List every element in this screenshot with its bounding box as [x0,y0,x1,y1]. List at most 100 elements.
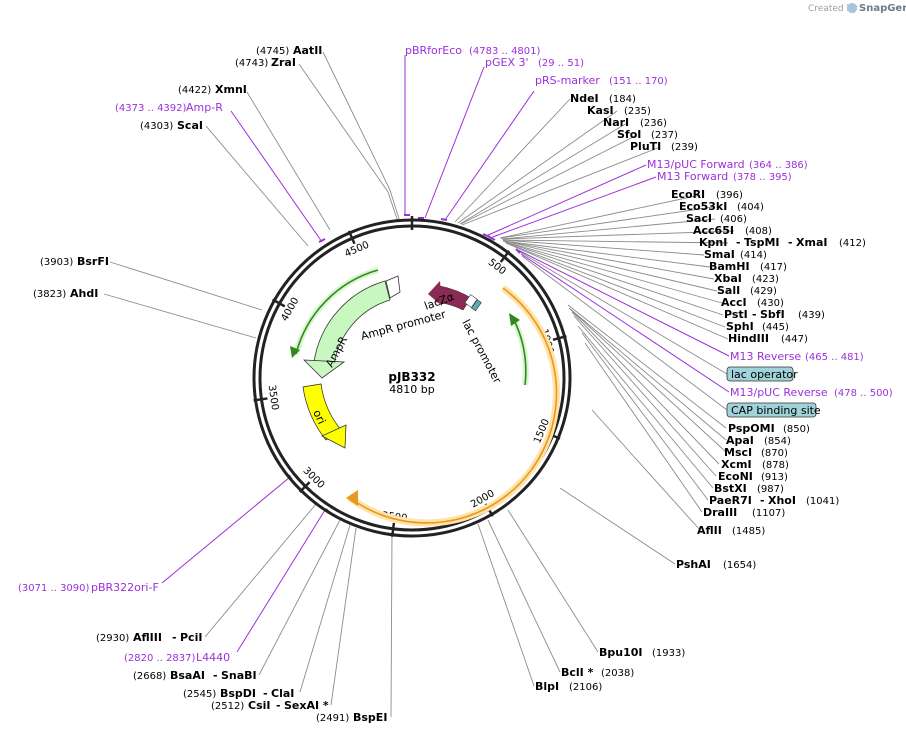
site-position: (430) [757,298,784,309]
site-xmni[interactable]: XmnI [215,83,247,96]
site-sbfi[interactable]: SbfI [760,308,785,321]
tick-mark [499,250,511,263]
tick-label: 4500 [343,240,371,260]
site-aflii[interactable]: AflII [697,524,722,537]
site-position: (439) [798,310,825,321]
site-clai[interactable]: ClaI [271,687,294,700]
site-position: (2668) [133,671,166,682]
site-kpni[interactable]: KpnI [699,236,727,249]
primer-position: (2820 .. 2837) [124,653,196,664]
site-sfoi[interactable]: SfoI [617,128,641,141]
site-tspmi[interactable]: TspMI [744,236,780,249]
ampr-promoter-feature[interactable] [385,275,401,299]
primer-pbr322ori-f[interactable]: pBR322ori-F [91,581,159,594]
right-site-labels: NdeI (184) KasI (235) NarI (236) SfoI (2… [535,92,893,693]
site-pluti[interactable]: PluTI [630,140,661,153]
site-ahdi[interactable]: AhdI [70,287,98,300]
primer-m13-reverse[interactable]: M13 Reverse [730,350,801,363]
site-sali[interactable]: SalI [717,284,740,297]
site-nari[interactable]: NarI [603,116,629,129]
primer-m13-puc-forward[interactable]: M13/pUC Forward [647,158,745,171]
site-bstxi[interactable]: BstXI [714,482,747,495]
site-bspei[interactable]: BspEI [353,711,387,724]
site-acc65i[interactable]: Acc65I [693,224,734,237]
site-snabi[interactable]: SnaBI [221,669,257,682]
primer-m13-puc-reverse[interactable]: M13/pUC Reverse [730,386,828,399]
site-scai[interactable]: ScaI [177,119,203,132]
site-afliii[interactable]: AflIII [133,631,162,644]
site-ndei[interactable]: NdeI [570,92,599,105]
site-xbai[interactable]: XbaI [714,272,742,285]
tick-mark [347,230,356,245]
primer-amp-r[interactable]: Amp-R [186,101,223,114]
site-bamhi[interactable]: BamHI [709,260,750,273]
site-position: (2106) [569,682,602,693]
site-position: (4303) [140,121,173,132]
primer-prs-marker[interactable]: pRS-marker [535,74,600,87]
site-xcmi[interactable]: XcmI [721,458,752,471]
site-pspomi[interactable]: PspOMI [728,422,775,435]
site-position: (237) [651,130,678,141]
primer-position: (3071 .. 3090) [18,583,90,594]
primer-position: (364 .. 386) [749,160,808,171]
site-xhoi[interactable]: XhoI [768,494,796,507]
site-msci[interactable]: MscI [724,446,752,459]
primer-l4440[interactable]: L4440 [196,651,230,664]
site-position: (2512) [211,701,244,712]
primer-pgex-3[interactable]: pGEX 3' [485,56,529,69]
lac-promoter-feature[interactable] [464,294,478,308]
ampr-feature[interactable] [313,280,391,366]
site-apai[interactable]: ApaI [726,434,754,447]
site-pshai[interactable]: PshAI [676,558,711,571]
site-separator: - [788,236,793,249]
site-bsaai[interactable]: BsaAI [170,669,205,682]
site-separator: - [276,699,281,712]
site-paer7i[interactable]: PaeR7I [709,494,752,507]
site-xmai[interactable]: XmaI [796,236,827,249]
site-smai[interactable]: SmaI [704,248,735,261]
site-econi[interactable]: EcoNI [718,470,753,483]
primer-m13-forward[interactable]: M13 Forward [657,170,728,183]
tick-mark [271,298,286,308]
site-psti[interactable]: PstI [724,308,748,321]
site-saci[interactable]: SacI [686,212,712,225]
site-zrai[interactable]: ZraI [271,56,296,69]
site-kasi[interactable]: KasI [587,104,614,117]
site-position: (235) [624,106,651,117]
site-bsrfi[interactable]: BsrFI [77,255,109,268]
site-aatii[interactable]: AatII [293,44,322,57]
site-position: (408) [745,226,772,237]
primer-position: (4783 .. 4801) [469,46,541,57]
site-sphi[interactable]: SphI [726,320,754,333]
site-blpi[interactable]: BlpI [535,680,559,693]
credit-text: Created by [808,4,858,14]
site-position: (1107) [752,508,785,519]
site-ecori[interactable]: EcoRI [671,188,705,201]
lac-operator-box[interactable] [726,366,794,382]
site-position: (236) [640,118,667,129]
site-sexai[interactable]: SexAI * [284,699,329,712]
site-position: (2038) [601,668,634,679]
site-eco53ki[interactable]: Eco53kI [679,200,727,213]
cap-binding-site-label: CAP binding site [731,404,821,417]
lac-operator-feature[interactable] [471,299,482,312]
site-bpu10i[interactable]: Bpu10I [599,646,643,659]
site-bspdi[interactable]: BspDI [220,687,256,700]
tick-mark [298,481,311,493]
site-csii[interactable]: CsiI [248,699,270,712]
site-hindiii[interactable]: HindIII [728,332,769,345]
site-position: (445) [762,322,789,333]
site-separator: - [760,494,765,507]
primer-pbrforeco[interactable]: pBRforEco [405,44,462,57]
cap-binding-site-box[interactable] [726,402,817,418]
site-position: (239) [671,142,698,153]
site-separator: - [263,687,268,700]
site-bcli[interactable]: BclI * [561,666,594,679]
site-draiii[interactable]: DraIII [703,506,737,519]
site-separator: - [752,308,757,321]
site-acci[interactable]: AccI [721,296,747,309]
site-pcii[interactable]: PciI [180,631,202,644]
site-position: (404) [737,202,764,213]
site-position: (184) [609,94,636,105]
site-position: (423) [752,274,779,285]
